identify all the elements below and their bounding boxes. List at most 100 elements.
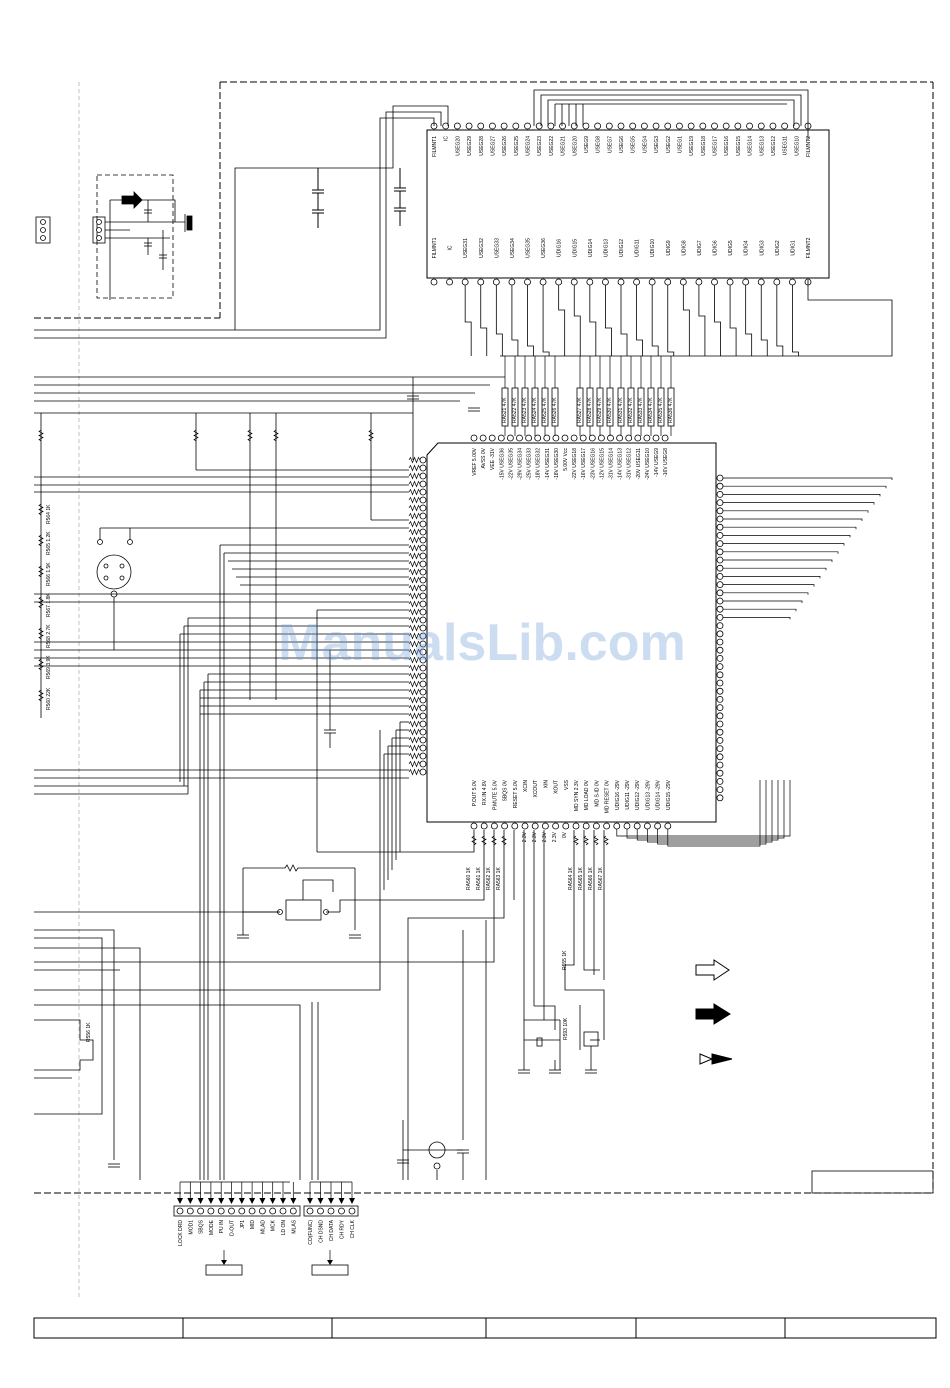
resistor-array-label: RA536 47K <box>668 397 674 423</box>
fl-bottom-pin-label: FILMNT1 <box>432 237 438 258</box>
mcu-right-wire <box>723 526 857 530</box>
fl-top-pin <box>792 122 800 130</box>
mcu-bottom-pin <box>490 822 498 830</box>
mcu-left-series-resistor <box>408 768 421 776</box>
fl-top-pin <box>512 122 520 130</box>
ladder-resistor <box>38 503 44 516</box>
mcu-bottom-pin-label: UDIG15 -29V <box>666 779 672 810</box>
mcu-left-series-resistor <box>408 568 421 576</box>
bottom-series-resistor <box>593 835 599 846</box>
mcu-left-pin <box>419 768 427 776</box>
ladder-resistor-label: R566 1.5K <box>46 562 52 586</box>
board-outline <box>34 81 934 1194</box>
mcu-left-pin <box>419 552 427 560</box>
mcu-top-pin-label: -29V USEG34 <box>518 448 524 480</box>
pin-voltage-label: 2.3V <box>522 831 528 842</box>
fl-bottom-wire <box>714 285 721 356</box>
pullup-resistor <box>368 429 374 442</box>
mcu-top-pin-label: -16V USEG8 <box>663 448 669 477</box>
fl-top-pin <box>559 122 566 130</box>
fl-bottom-pin <box>773 278 781 286</box>
mcu-right-pin <box>716 687 724 695</box>
mcu-bottom-pin <box>552 822 559 830</box>
mcu-bottom-pin <box>664 822 672 830</box>
mcu-right-pin <box>716 581 724 588</box>
fl-top-pin <box>746 122 753 130</box>
resistor-array-label: RA532 47K <box>628 397 634 423</box>
mcu-bottom-pin <box>562 822 570 830</box>
ladder-resistor <box>38 689 44 702</box>
fl-bottom-pin-label: UDIG11 <box>635 239 641 257</box>
connector-left-pin <box>289 1207 297 1215</box>
fl-top-pin <box>629 122 637 130</box>
mcu-top-pin <box>607 434 614 442</box>
connector-left-pin <box>186 1207 194 1215</box>
mcu-top-pin-label: -14V USEG9 <box>654 448 660 477</box>
pin-voltage-label: 2.3V <box>552 831 558 842</box>
fl-top-pin <box>594 122 602 130</box>
fl-top-pin-label: USEG16 <box>724 136 730 156</box>
connector-right-pin-label: CH CLK <box>350 1219 356 1238</box>
mcu-right-wire <box>723 567 827 571</box>
pullup-resistor <box>193 429 199 442</box>
fl-bottom-wire <box>792 285 799 356</box>
mcu-bottom-pin-label: XCOUT <box>533 780 539 798</box>
pin-voltage-label: 2.3V <box>542 831 548 842</box>
mcu-bottom-wire <box>647 780 773 843</box>
connector-left-arrow <box>228 1198 235 1204</box>
fl-top-pin <box>722 122 730 130</box>
mcu-top-pin-label: -31V USEG12 <box>627 448 633 480</box>
fl-bottom-pin <box>711 278 718 286</box>
fl-bottom-pin <box>570 278 578 286</box>
bottom-resistor-label: RA560 1K <box>466 867 472 890</box>
fl-bottom-pin-label: USEG33 <box>494 238 500 258</box>
mcu-left-series-resistor <box>408 688 421 696</box>
connector-left-pin-label: JP1 <box>240 1220 246 1229</box>
mcu-top-pin <box>570 434 578 442</box>
connector-left-destination <box>205 1264 243 1276</box>
fl-bottom-wire <box>589 285 597 356</box>
fl-bottom-wire <box>620 285 628 356</box>
mcu-top-pin-label: VEE -31V <box>490 447 496 470</box>
mcu-left-series-resistor <box>408 480 421 488</box>
mcu-left-pin <box>419 720 427 728</box>
connector-left-pin-label: LOCK DRD <box>178 1220 184 1246</box>
mcu-left-series-resistor <box>408 744 421 752</box>
bottom-series-resistor <box>573 835 579 846</box>
mcu-left-pin <box>419 520 427 528</box>
mcu-right-wire <box>723 477 893 480</box>
resistor-array-label: RA534 47K <box>648 397 654 423</box>
fl-top-pin-label: USEG10 <box>794 136 800 156</box>
connector-right-arrow <box>328 1198 334 1204</box>
mcu-bottom-pin <box>593 822 600 830</box>
connector-left-pin-label: MID <box>250 1220 256 1230</box>
fl-bottom-pin <box>539 278 547 286</box>
fl-bottom-pin <box>648 278 656 286</box>
mcu-bottom-pin <box>582 822 590 830</box>
resistor-array-label: RA526 47K <box>552 397 558 423</box>
mcu-bottom-pin <box>511 822 519 830</box>
signal-legend <box>695 959 733 1065</box>
fl-bottom-wire <box>558 285 566 356</box>
fl-bottom-pin <box>586 278 594 286</box>
mcu-left-series-resistor <box>408 704 421 712</box>
mcu-left-series-resistor <box>408 752 421 760</box>
bottom-series-resistor <box>583 835 589 846</box>
mcu-right-wire <box>723 576 821 579</box>
fl-bottom-pin-label: UDIG3 <box>759 240 765 256</box>
watermark-text: ManualsLib.com <box>278 614 685 672</box>
mcu-top-pin-label: -31V USEG14 <box>609 448 615 480</box>
fl-top-pin <box>734 122 742 130</box>
ladder-resistor <box>38 627 44 640</box>
fl-bottom-pin-label: UDIG5 <box>728 240 734 256</box>
mcu-bottom-pin-label: UDIG16 -29V <box>615 779 621 810</box>
misc-resistor-label: R593 10K <box>563 1017 569 1040</box>
connector-right-destination <box>311 1264 349 1276</box>
fl-bottom-pin <box>524 278 531 286</box>
bottom-resistor-label: RA563 1K <box>496 867 502 890</box>
resistor-array-label: RA529 47K <box>597 397 603 423</box>
fl-bottom-pin-label: UDIG14 <box>588 239 594 257</box>
mcu-bottom-pin-label: UDIG14 -29V <box>656 779 662 810</box>
